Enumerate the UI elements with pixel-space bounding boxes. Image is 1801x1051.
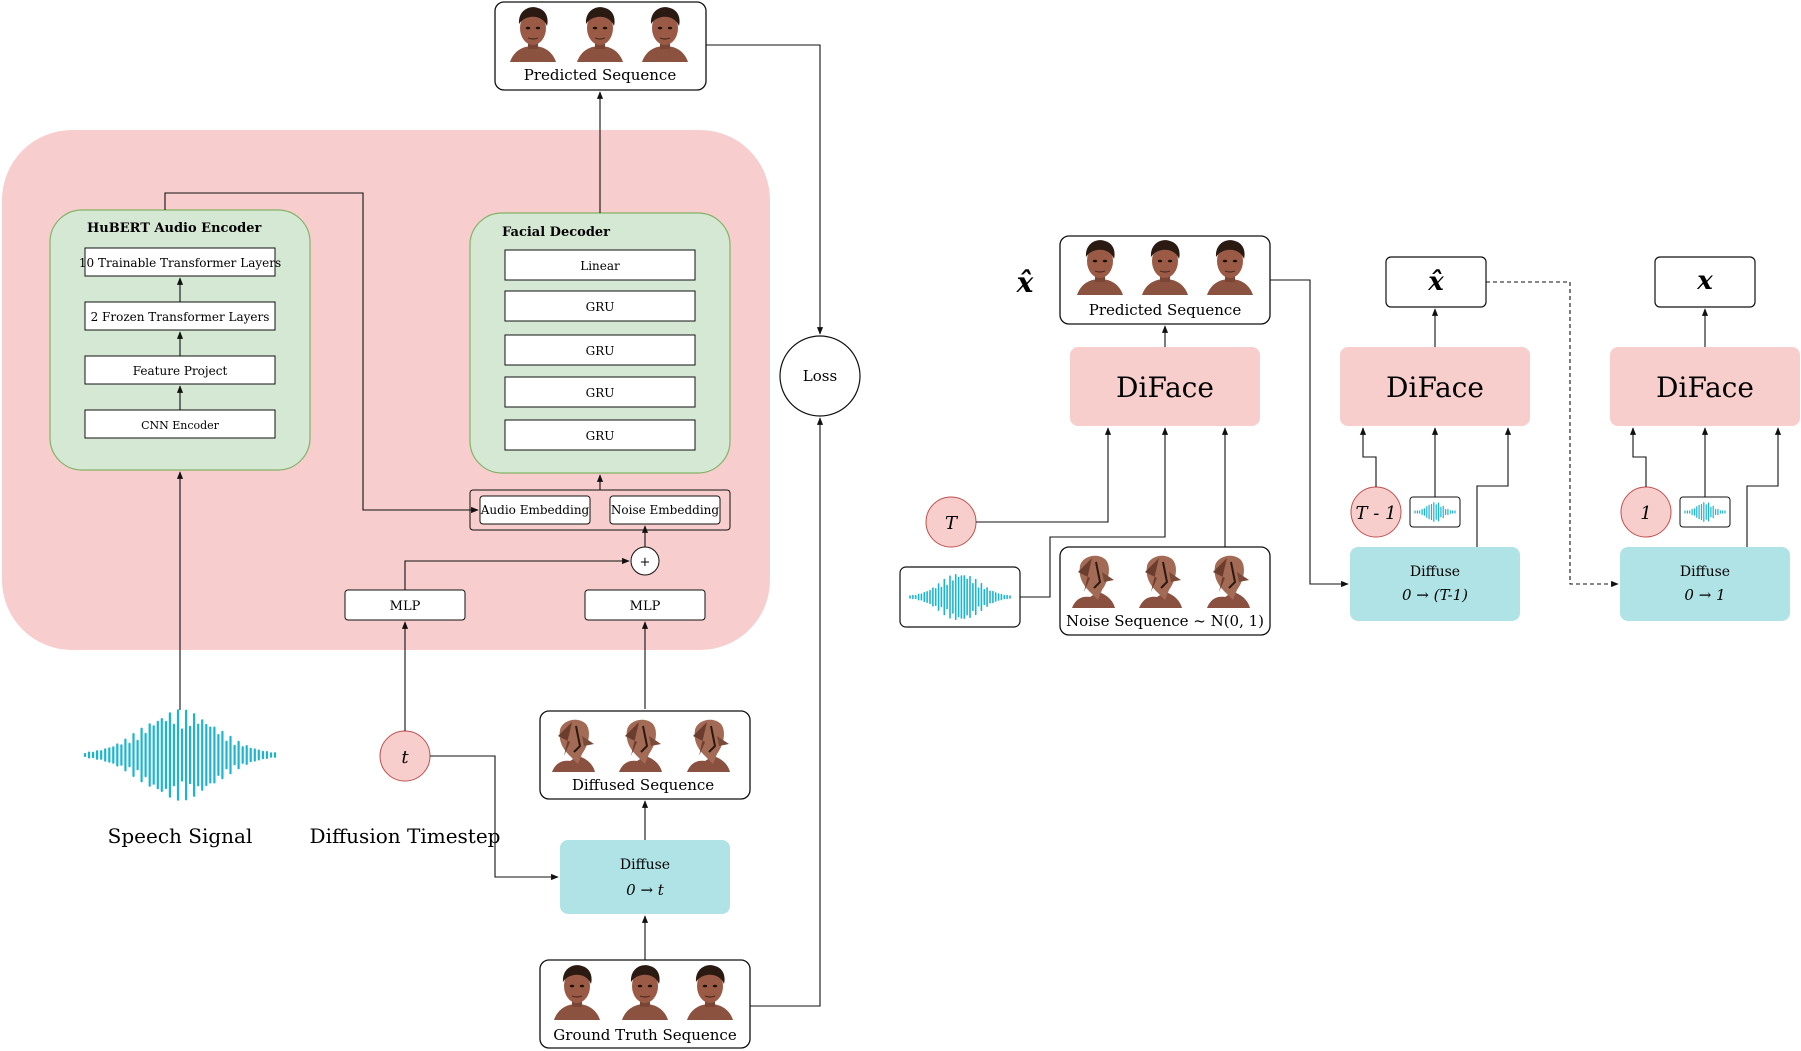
predicted-sequence-box: Predicted Sequence <box>494 1 707 91</box>
svg-text:10 Trainable Transformer Layer: 10 Trainable Transformer Layers <box>79 256 281 270</box>
svg-text:Diffuse: Diffuse <box>1410 564 1460 580</box>
speech-waveform <box>83 709 277 801</box>
diffused-sequence-box: Diffused Sequence <box>539 710 751 800</box>
ground-truth-label: Ground Truth Sequence <box>553 1026 737 1044</box>
decoder-layer-linear: Linear <box>504 249 696 281</box>
svg-text:Feature Project: Feature Project <box>133 364 228 378</box>
diface-block-3: DiFace <box>1610 347 1800 426</box>
xhat-output-box: x̂ <box>1385 256 1487 308</box>
loss-node: Loss <box>779 335 861 417</box>
right-predicted-label: Predicted Sequence <box>1089 301 1242 319</box>
encoder-layer-cnn: CNN Encoder <box>84 409 276 439</box>
decoder-layer-gru-2: GRU <box>504 334 696 366</box>
svg-text:Diffuse: Diffuse <box>1680 564 1730 580</box>
svg-text:Noise Embedding: Noise Embedding <box>611 503 719 517</box>
timestep-node: t <box>379 730 431 782</box>
audio-chip-3 <box>1679 496 1731 528</box>
diffuse-box-t: Diffuse 0 → t <box>560 840 730 914</box>
svg-text:DiFace: DiFace <box>1386 371 1484 404</box>
svg-text:Linear: Linear <box>580 259 620 273</box>
left-connections <box>164 44 824 1007</box>
svg-text:GRU: GRU <box>586 344 615 358</box>
diface-block-2: DiFace <box>1340 347 1530 426</box>
svg-text:GRU: GRU <box>586 300 615 314</box>
mlp-noise-box: MLP <box>584 589 706 621</box>
noise-embedding-box: Noise Embedding <box>609 495 721 525</box>
decoder-layer-gru-4: GRU <box>504 419 696 451</box>
diface-block-1: DiFace <box>1070 347 1260 426</box>
decoder-layer-gru-1: GRU <box>504 290 696 322</box>
one-timestep-node: 1 <box>1620 486 1672 538</box>
svg-text:MLP: MLP <box>390 599 421 614</box>
hubert-audio-encoder: HuBERT Audio Encoder 10 Trainable Transf… <box>49 209 311 471</box>
audio-chip-2 <box>1409 496 1461 528</box>
Tminus1-timestep-node: T - 1 <box>1350 486 1402 538</box>
svg-text:GRU: GRU <box>586 429 615 443</box>
sum-node: + <box>630 546 660 576</box>
diffusion-timestep-label: Diffusion Timestep <box>310 824 501 848</box>
svg-text:2 Frozen Transformer Layers: 2 Frozen Transformer Layers <box>91 310 270 324</box>
speech-signal-label: Speech Signal <box>108 824 253 848</box>
svg-text:x̂: x̂ <box>1427 267 1444 297</box>
encoder-layer-trainable: 10 Trainable Transformer Layers <box>79 247 281 277</box>
diffused-sequence-label: Diffused Sequence <box>572 776 714 794</box>
ground-truth-sequence-box: Ground Truth Sequence <box>539 959 751 1049</box>
T-timestep-node: T <box>925 496 977 548</box>
xhat-symbol: x̂ <box>1016 266 1034 299</box>
svg-text:Audio Embedding: Audio Embedding <box>480 503 590 517</box>
diffuse-box-T-minus-1: Diffuse 0 → (T-1) <box>1350 547 1520 621</box>
decoder-title: Facial Decoder <box>502 225 610 240</box>
right-audio-box <box>899 566 1021 628</box>
svg-text:0 → 1: 0 → 1 <box>1684 586 1725 604</box>
predicted-sequence-label: Predicted Sequence <box>524 66 677 84</box>
svg-text:t: t <box>401 747 409 768</box>
svg-text:T: T <box>945 513 959 534</box>
svg-text:MLP: MLP <box>630 599 661 614</box>
svg-text:1: 1 <box>1640 503 1651 524</box>
encoder-layer-feature-project: Feature Project <box>84 355 276 385</box>
svg-text:T - 1: T - 1 <box>1356 503 1397 524</box>
noise-sequence-box: Noise Sequence ~ N(0, 1) <box>1059 546 1271 636</box>
audio-embedding-box: Audio Embedding <box>479 495 591 525</box>
svg-text:GRU: GRU <box>586 386 615 400</box>
svg-text:CNN Encoder: CNN Encoder <box>141 419 220 432</box>
svg-text:Loss: Loss <box>803 367 837 385</box>
encoder-layer-frozen: 2 Frozen Transformer Layers <box>84 301 276 331</box>
facial-decoder: Facial Decoder Linear GRU GRU GRU GRU <box>469 212 731 474</box>
svg-text:+: + <box>640 555 651 570</box>
right-connections <box>976 279 1782 598</box>
encoder-title: HuBERT Audio Encoder <box>87 221 261 236</box>
embedding-group: Audio Embedding Noise Embedding <box>469 489 731 531</box>
svg-text:Diffuse: Diffuse <box>620 857 670 873</box>
svg-text:x: x <box>1696 266 1713 296</box>
mlp-timestep-box: MLP <box>344 589 466 621</box>
right-predicted-sequence-box: Predicted Sequence <box>1059 235 1271 325</box>
decoder-layer-gru-3: GRU <box>504 376 696 408</box>
svg-text:0 → (T-1): 0 → (T-1) <box>1402 586 1468 604</box>
svg-text:DiFace: DiFace <box>1656 371 1754 404</box>
noise-sequence-label: Noise Sequence ~ N(0, 1) <box>1066 612 1264 630</box>
svg-text:0 → t: 0 → t <box>626 881 665 899</box>
x-output-box: x <box>1654 256 1756 308</box>
diffuse-box-1: Diffuse 0 → 1 <box>1620 547 1790 621</box>
svg-text:DiFace: DiFace <box>1116 371 1214 404</box>
